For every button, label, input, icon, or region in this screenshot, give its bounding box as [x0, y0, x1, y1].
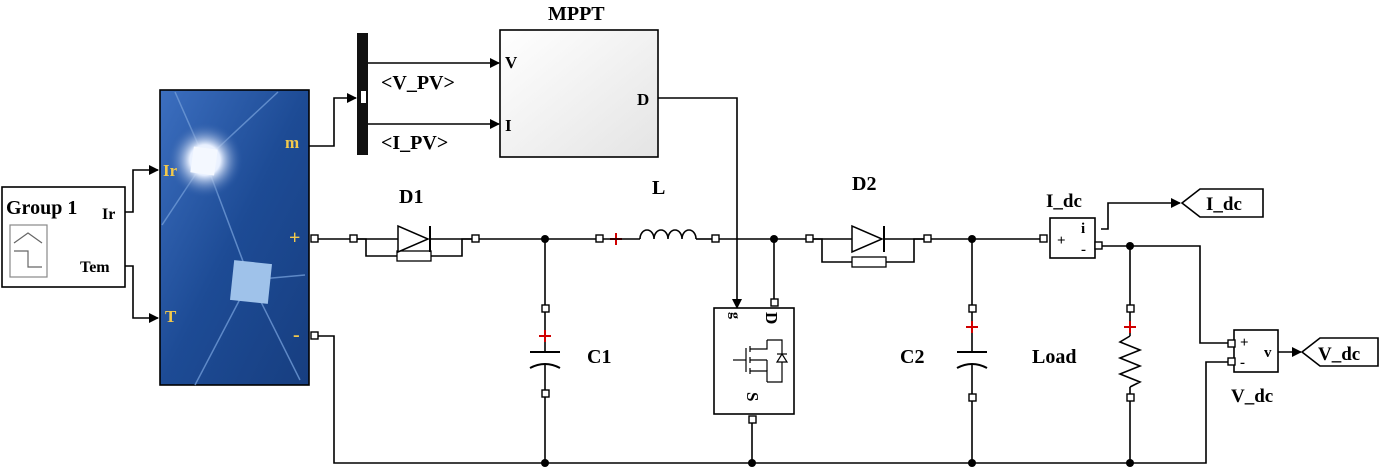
mosfet-symbol — [733, 339, 789, 383]
mosfet-gate-label: g — [727, 312, 742, 319]
voltage-meas-out: v — [1264, 345, 1272, 361]
signal-builder-block[interactable]: Group 1 Ir Tem — [1, 186, 126, 288]
load-resistor[interactable]: Load — [1032, 311, 1143, 394]
goto-tag-idc[interactable]: I_dc — [1180, 188, 1264, 218]
junction-dots — [541, 235, 1134, 467]
current-meas-label: I_dc — [1046, 191, 1082, 212]
pv-out-pos: + — [289, 227, 300, 249]
load-label: Load — [1032, 346, 1076, 368]
voltage-measurement-block[interactable]: V_dc + - v — [1231, 329, 1279, 407]
mppt-out-d: D — [637, 90, 649, 109]
mosfet-drain-label: D — [762, 312, 781, 324]
diode-d1[interactable]: D1 — [356, 186, 472, 262]
goto-tag-vdc[interactable]: V_dc — [1300, 337, 1379, 367]
diode-d1-label: D1 — [399, 186, 423, 208]
pv-out-m: m — [285, 133, 299, 152]
inductor-label: L — [652, 177, 665, 199]
current-meas-minus: - — [1081, 242, 1086, 258]
pv-in-t: T — [165, 307, 177, 326]
bus-signal-vpv: <V_PV> — [381, 72, 455, 94]
pv-out-neg: - — [293, 324, 300, 346]
capacitor-c1[interactable]: C1 — [529, 311, 611, 391]
mppt-block[interactable]: MPPT V I D — [499, 3, 659, 158]
pv-array-block[interactable]: Ir T m + - — [159, 89, 310, 386]
signal-builder-out-tem: Tem — [80, 259, 110, 276]
connection-ports — [310, 234, 1236, 424]
pv-bright-cell — [190, 146, 218, 176]
current-meas-plus: + — [1057, 233, 1066, 249]
capacitor-c1-label: C1 — [587, 346, 611, 368]
current-measurement-block[interactable]: I_dc + i - — [1046, 191, 1096, 259]
capacitor-c2[interactable]: C2 — [900, 311, 988, 394]
bus-selector[interactable]: <V_PV> <I_PV> — [357, 33, 455, 155]
mppt-in-i: I — [505, 116, 512, 135]
current-meas-out: i — [1081, 221, 1085, 237]
mosfet-source-label: S — [743, 392, 762, 401]
goto-idc-label: I_dc — [1206, 194, 1242, 215]
inductor-l[interactable]: L — [602, 177, 712, 245]
signal-builder-out-ir: Ir — [102, 206, 115, 223]
mppt-title: MPPT — [548, 3, 605, 25]
pv-cell — [230, 260, 272, 304]
voltage-meas-label: V_dc — [1231, 386, 1273, 407]
bus-signal-ipv: <I_PV> — [381, 132, 448, 154]
signal-builder-title: Group 1 — [6, 197, 77, 219]
pv-in-ir: Ir — [163, 161, 178, 180]
voltage-meas-plus: + — [1240, 335, 1249, 351]
capacitor-c2-label: C2 — [900, 346, 924, 368]
goto-vdc-label: V_dc — [1318, 344, 1360, 365]
signal-builder-icon — [9, 224, 48, 278]
diode-d2[interactable]: D2 — [812, 173, 924, 268]
mosfet-switch[interactable]: g D S — [713, 307, 795, 415]
diode-d2-label: D2 — [852, 173, 876, 195]
voltage-meas-minus: - — [1240, 355, 1245, 371]
mppt-in-v: V — [505, 53, 518, 72]
